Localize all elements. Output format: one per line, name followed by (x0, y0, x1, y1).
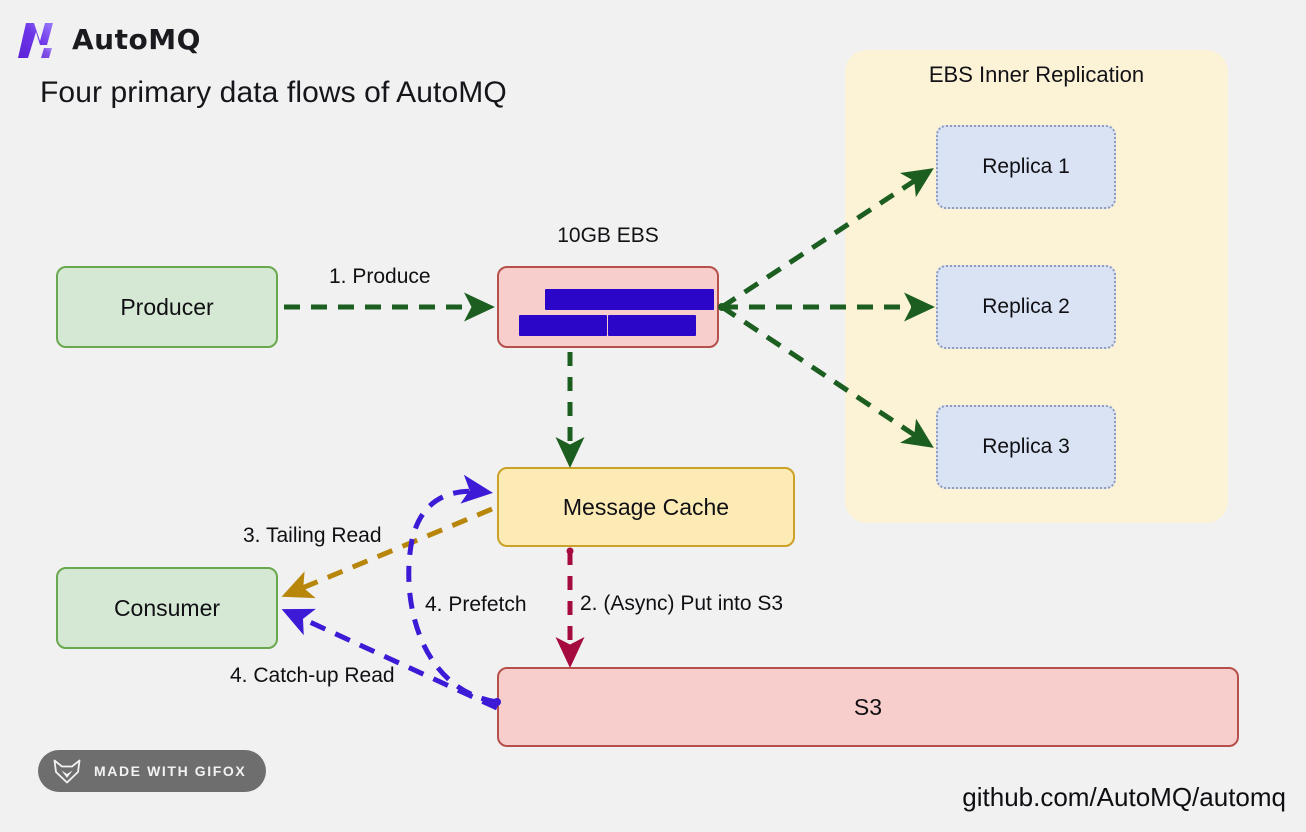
node-s3[interactable]: S3 (497, 667, 1239, 747)
ebs-data-block (545, 289, 633, 310)
node-message-cache[interactable]: Message Cache (497, 467, 795, 547)
group-title: EBS Inner Replication (928, 62, 1145, 87)
node-label: Producer (120, 293, 214, 320)
fox-head-icon (53, 759, 81, 784)
node-label: Replica 3 (982, 435, 1070, 458)
node-label: Replica 1 (982, 155, 1070, 178)
node-ebs[interactable] (497, 266, 719, 348)
ebs-data-block (608, 315, 696, 336)
node-label: S3 (853, 693, 883, 720)
flow-label-catch-up-read: 4. Catch-up Read (230, 664, 395, 687)
ebs-caption: 10GB EBS (557, 224, 659, 247)
arrow-tailing-read (281, 506, 493, 599)
arrow-catch-up-read (281, 608, 499, 711)
flow-label-async-put: 2. (Async) Put into S3 (580, 592, 784, 615)
flow-label-tailing-read: 3. Tailing Read (243, 524, 382, 547)
node-consumer[interactable]: Consumer (56, 567, 278, 649)
page-title: Four primary data flows of AutoMQ (40, 76, 507, 109)
brand-wordmark: AutoMQ (72, 23, 201, 56)
brand-header: AutoMQ (14, 20, 201, 60)
gifox-badge-label: MADE WITH GIFOX (94, 763, 247, 779)
node-label: Consumer (113, 594, 221, 621)
node-label: Replica 2 (982, 295, 1070, 318)
ebs-data-block (626, 289, 714, 310)
node-producer[interactable]: Producer (56, 266, 278, 348)
flow-label-prefetch: 4. Prefetch (425, 593, 527, 616)
ebs-data-block (519, 315, 607, 336)
arrow-source-dot (718, 303, 726, 311)
node-replica-3[interactable]: Replica 3 (936, 405, 1116, 489)
arrow-source-dot (566, 547, 574, 555)
node-replica-2[interactable]: Replica 2 (936, 265, 1116, 349)
node-label: Message Cache (562, 493, 730, 520)
flow-label-produce: 1. Produce (329, 265, 431, 288)
automq-m-logo-icon (18, 23, 53, 58)
made-with-gifox-badge[interactable]: MADE WITH GIFOX (38, 750, 267, 792)
repo-url: github.com/AutoMQ/automq (962, 782, 1286, 812)
node-replica-1[interactable]: Replica 1 (936, 125, 1116, 209)
